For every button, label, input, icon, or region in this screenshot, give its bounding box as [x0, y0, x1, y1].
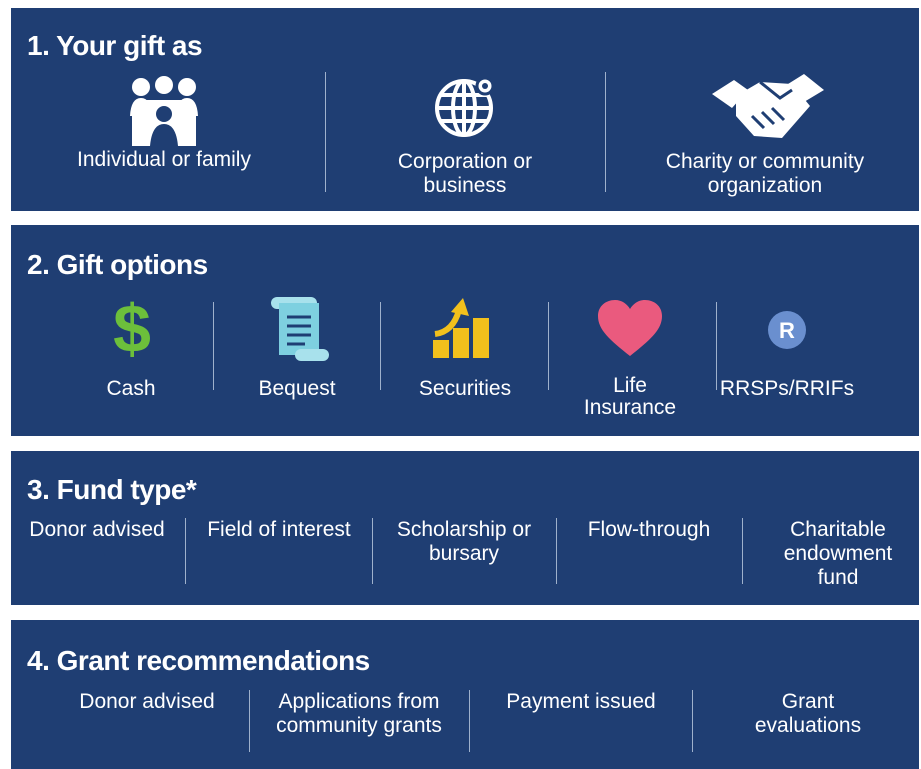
divider: [556, 518, 557, 584]
grant-applications-label: Applications from community grants: [276, 690, 442, 737]
section-3-heading: 3. Fund type*: [27, 474, 197, 505]
gift-as-charity-label: Charity or community organization: [665, 150, 865, 197]
gift-option-life-insurance-label: Life Insurance: [583, 374, 677, 419]
divider: [692, 690, 693, 752]
r-badge-icon: R: [767, 310, 807, 350]
gift-option-rrsp-label: RRSPs/RRIFs: [719, 377, 855, 400]
fund-type-field-of-interest-label: Field of interest: [207, 518, 351, 541]
gift-option-securities-label: Securities: [418, 377, 512, 400]
fund-type-endowment-label: Charitable endowment fund: [783, 518, 893, 589]
dollar-icon: $: [108, 292, 156, 358]
svg-text:R: R: [779, 318, 795, 343]
fund-type-flow-through-label: Flow-through: [587, 518, 711, 541]
section-4-heading: 4. Grant recommendations: [27, 645, 370, 676]
divider: [716, 302, 717, 390]
fund-type-donor-advised-label: Donor advised: [29, 518, 165, 541]
divider: [325, 72, 326, 192]
heart-icon: [598, 300, 662, 358]
gift-option-cash-label: Cash: [106, 377, 156, 400]
divider: [185, 518, 186, 584]
grant-donor-advised-label: Donor advised: [79, 690, 215, 713]
svg-text:$: $: [113, 292, 151, 358]
scroll-icon: [265, 297, 335, 361]
fund-type-scholarship-label: Scholarship or bursary: [396, 518, 532, 565]
divider: [213, 302, 214, 390]
growth-chart-icon: [431, 298, 493, 358]
grant-payment-issued-label: Payment issued: [506, 690, 656, 713]
divider: [548, 302, 549, 390]
divider: [469, 690, 470, 752]
gift-option-bequest-label: Bequest: [258, 377, 336, 400]
section-2-heading: 2. Gift options: [27, 249, 208, 280]
divider: [605, 72, 606, 192]
section-1-heading: 1. Your gift as: [27, 30, 203, 61]
section-fund-type: [11, 451, 919, 605]
gift-as-individual-label: Individual or family: [77, 148, 251, 171]
divider: [742, 518, 743, 584]
family-icon: [128, 76, 200, 146]
grant-evaluations-label: Grant evaluations: [754, 690, 862, 737]
divider: [380, 302, 381, 390]
handshake-icon: [708, 68, 828, 148]
section-grant-recommendations: [11, 620, 919, 769]
gift-as-corporation-label: Corporation or business: [397, 150, 533, 197]
globe-icon: [430, 72, 500, 142]
divider: [372, 518, 373, 584]
divider: [249, 690, 250, 752]
